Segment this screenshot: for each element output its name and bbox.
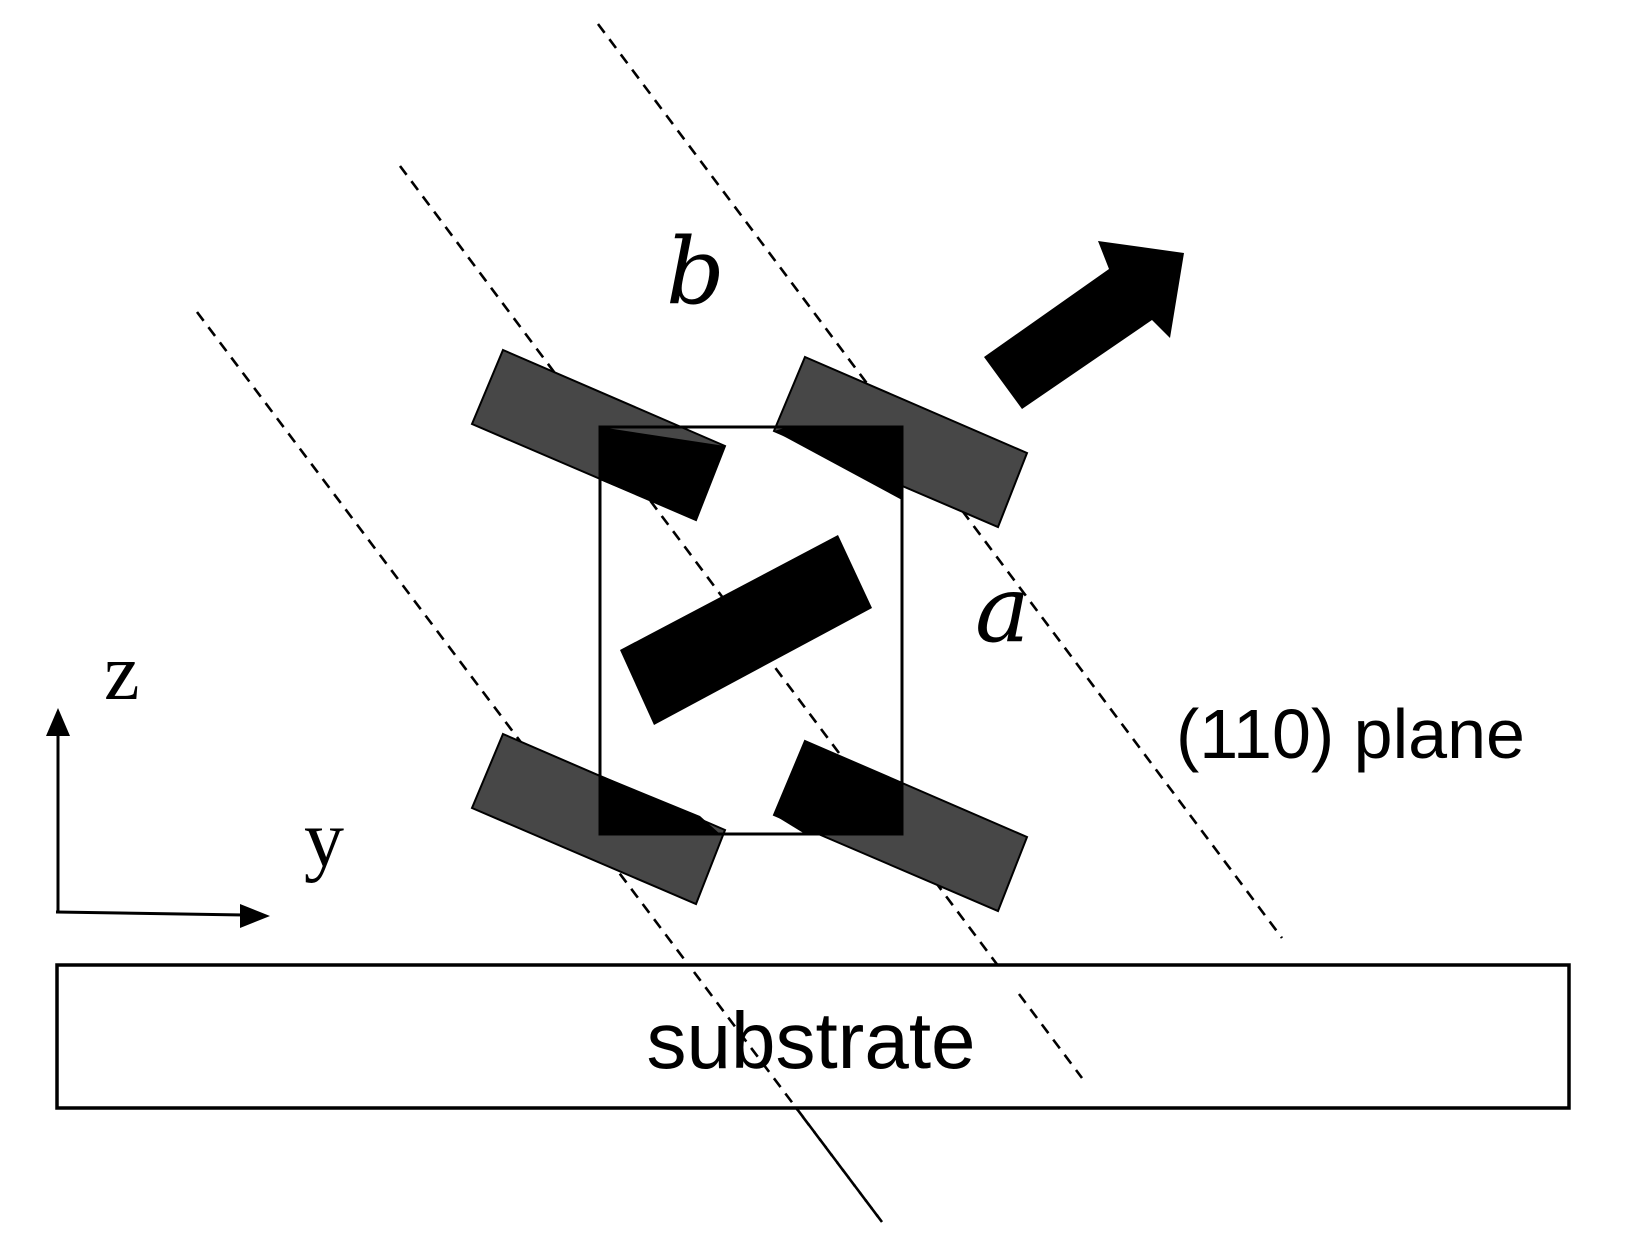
- y-axis-arrowhead: [240, 904, 270, 928]
- center-molecule: [620, 535, 872, 725]
- y-axis-line: [55, 910, 245, 917]
- substrate: [55, 963, 1571, 1110]
- label-y: y: [304, 796, 344, 884]
- corner-molecule-bottom-left-inside: [600, 775, 720, 834]
- corner-molecule-bottom-right-inside: [774, 741, 902, 834]
- label-a: a: [975, 556, 1030, 663]
- substrate-label: substrate: [646, 996, 975, 1085]
- plane-normal-arrow: [984, 241, 1184, 409]
- label-plane: (110) plane: [1176, 695, 1525, 773]
- unit-cell: [598, 425, 904, 836]
- corner-molecule-top-left-inside: [600, 427, 725, 520]
- label-z: z: [104, 629, 140, 717]
- plane-line-1-over-substrate: [692, 971, 884, 1223]
- label-b: b: [666, 218, 725, 325]
- z-axis-arrowhead: [46, 708, 70, 736]
- corner-molecule-top-right-inside: [774, 427, 902, 500]
